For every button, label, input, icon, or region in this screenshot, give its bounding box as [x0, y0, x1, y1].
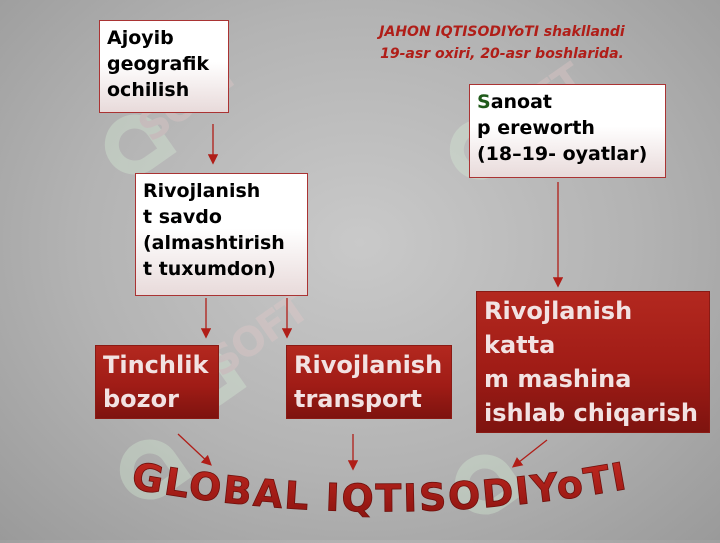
sanoat-first-letter: S [477, 91, 491, 113]
note-line-2: 19-asr oxiri, 20-asr boshlarida. [380, 46, 624, 62]
box-rivojlanish-mashina: Rivojlanish katta m mashina ishlab chiqa… [476, 291, 710, 433]
note-line-1: JAHON IQTISODIYoTI shakllandi [379, 24, 625, 40]
box-sanoat: Sanoat p ereworth (18–19- oyatlar) [469, 84, 666, 178]
box-rivojlanish-savdo: Rivojlanish t savdo (almashtirish t tuxu… [135, 173, 308, 296]
arrow-mashina-to-global [511, 439, 548, 468]
box-ajoyib-geografik-ochilish: Ajoyib geografik ochilish [99, 20, 229, 113]
box-tinchlik-bozor: Tinchlik bozor [95, 345, 219, 419]
arrow-tinchlik-to-global [177, 433, 212, 466]
box-rivojlanish-transport: Rivojlanish transport [286, 345, 452, 419]
header-note: JAHON IQTISODIYoTI shakllandi 19-asr oxi… [352, 21, 652, 65]
sanoat-text: anoat p ereworth (18–19- oyatlar) [477, 91, 648, 165]
